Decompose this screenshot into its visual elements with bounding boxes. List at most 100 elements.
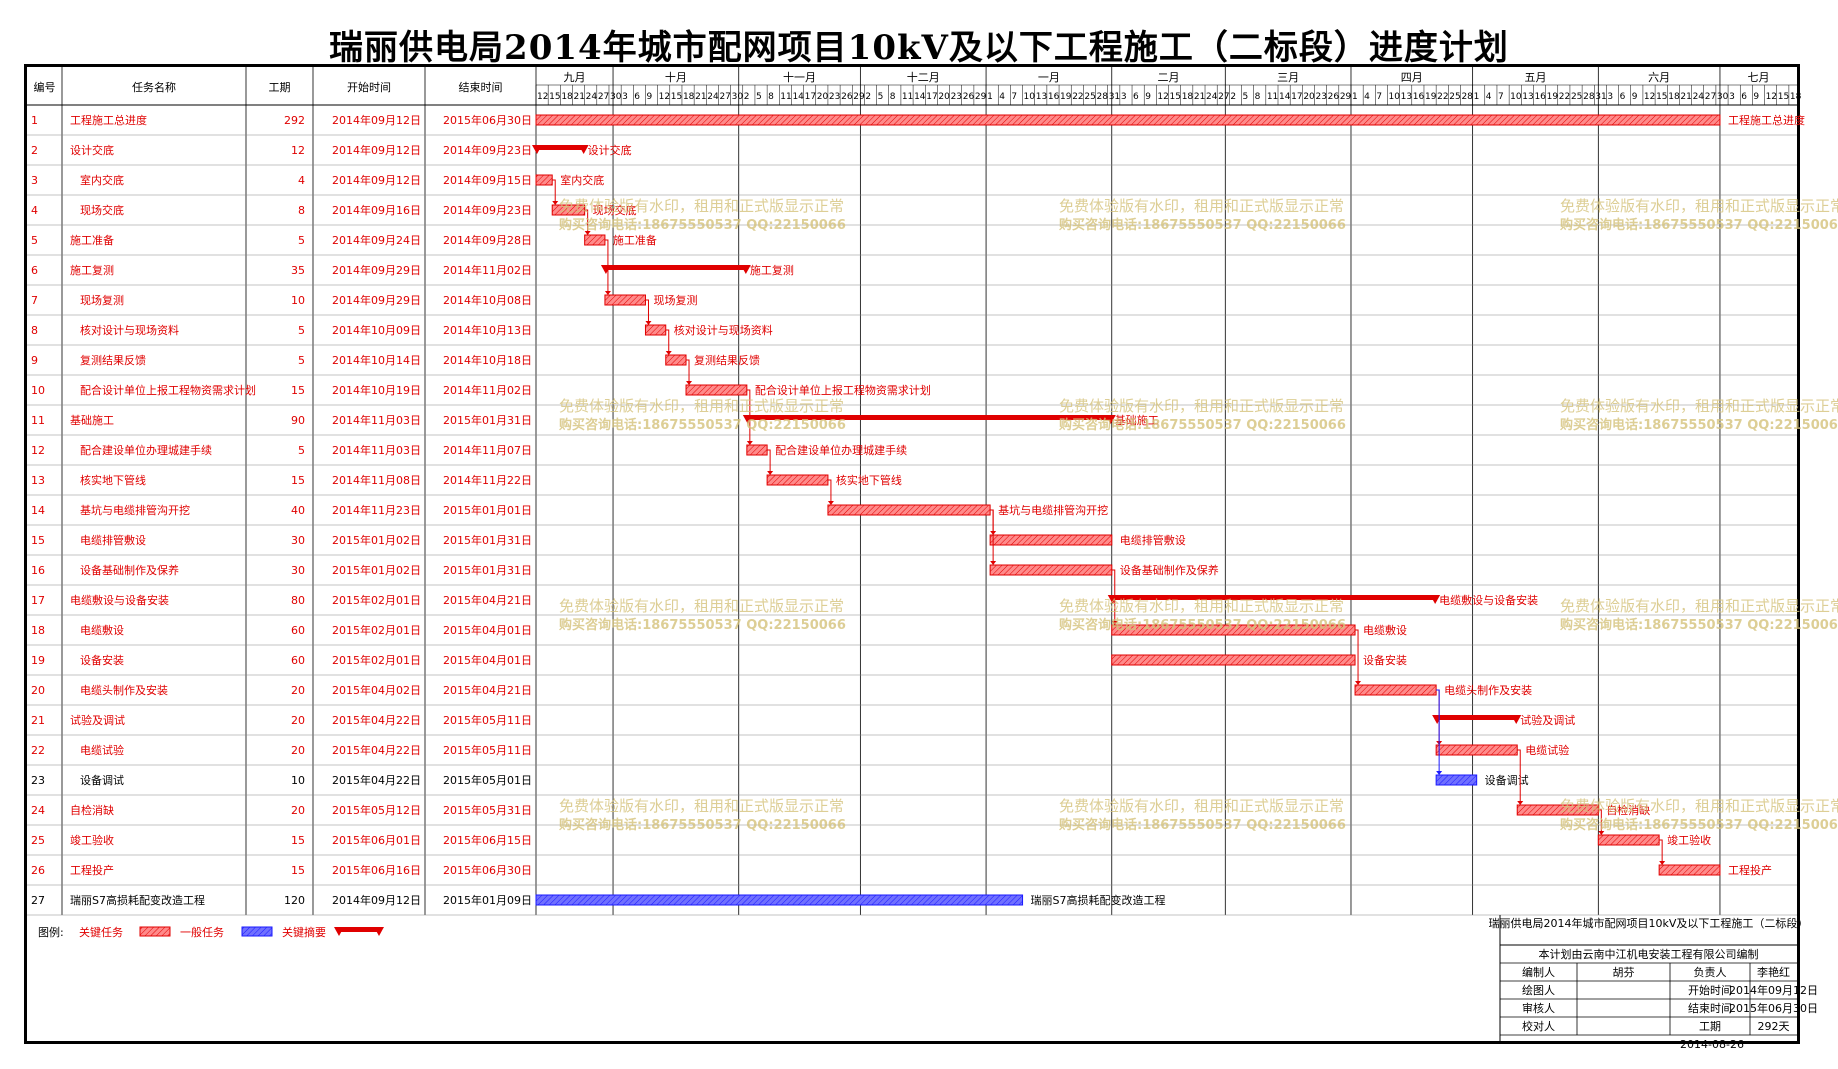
day-tick-label: 12 bbox=[1644, 92, 1655, 102]
day-tick-label: 3 bbox=[1729, 92, 1735, 102]
day-tick-label: 26 bbox=[963, 92, 975, 102]
dependency-arrow bbox=[1111, 569, 1116, 624]
day-tick-label: 21 bbox=[573, 92, 584, 102]
bar-label: 试验及调试 bbox=[1520, 713, 1575, 727]
day-tick-label: 25 bbox=[1084, 92, 1095, 102]
task-bar bbox=[989, 564, 1113, 576]
task-duration: 90 bbox=[291, 414, 305, 427]
task-duration: 15 bbox=[291, 384, 305, 397]
day-tick-label: 3 bbox=[622, 92, 628, 102]
task-end: 2014年11月22日 bbox=[443, 473, 532, 487]
task-start: 2014年11月23日 bbox=[332, 503, 421, 517]
column-header-start: 开始时间 bbox=[347, 80, 391, 94]
month-label: 六月 bbox=[1648, 71, 1670, 84]
day-tick-label: 7 bbox=[1011, 92, 1017, 102]
day-tick-label: 27 bbox=[1705, 92, 1716, 102]
day-tick-label: 9 bbox=[646, 92, 652, 102]
day-tick-label: 19 bbox=[1547, 92, 1559, 102]
day-tick-label: 24 bbox=[1693, 92, 1705, 102]
column-header-name: 任务名称 bbox=[132, 80, 176, 94]
task-end: 2014年11月07日 bbox=[443, 443, 532, 457]
day-tick-label: 10 bbox=[1510, 92, 1522, 102]
info-cell: 开始时间 bbox=[1688, 983, 1732, 997]
legend-summary-cap-right bbox=[374, 927, 384, 936]
day-tick-label: 13 bbox=[1036, 92, 1047, 102]
dependency-arrow bbox=[1659, 839, 1663, 864]
day-tick-label: 1 bbox=[1352, 92, 1358, 102]
task-id: 16 bbox=[31, 564, 45, 577]
task-start: 2015年04月22日 bbox=[332, 773, 421, 787]
watermark-line1: 免费体验版有水印，租用和正式版显示正常 bbox=[1059, 197, 1344, 215]
task-id: 22 bbox=[31, 744, 45, 757]
bar-label: 设计交底 bbox=[588, 143, 632, 157]
info-cell: 2014年09月12日 bbox=[1729, 983, 1818, 997]
task-duration: 20 bbox=[291, 804, 305, 817]
bar-label: 瑞丽S7高损耗配变改造工程 bbox=[1031, 893, 1166, 907]
task-id: 2 bbox=[31, 144, 38, 157]
task-name: 复测结果反馈 bbox=[80, 353, 146, 367]
watermark-line1: 免费体验版有水印，租用和正式版显示正常 bbox=[1059, 397, 1344, 415]
day-tick-label: 3 bbox=[1121, 92, 1127, 102]
month-label: 四月 bbox=[1401, 71, 1423, 84]
task-start: 2015年04月02日 bbox=[332, 683, 421, 697]
watermark-line1: 免费体验版有水印，租用和正式版显示正常 bbox=[1059, 597, 1344, 615]
day-tick-label: 17 bbox=[1291, 92, 1302, 102]
task-bar bbox=[746, 444, 768, 456]
dependency-arrowhead bbox=[767, 471, 774, 475]
dependency-arrowhead bbox=[665, 351, 672, 355]
watermark-line2: 购买咨询电话:18675550537 QQ:22150066 bbox=[1059, 617, 1346, 633]
task-start: 2014年09月12日 bbox=[332, 173, 421, 187]
legend-summary-cap-left bbox=[334, 927, 344, 936]
day-tick-label: 12 bbox=[1157, 92, 1168, 102]
task-bar bbox=[1111, 654, 1356, 666]
chart-title: 瑞丽供电局2014年城市配网项目10kV及以下工程施工（二标段）进度计划 bbox=[329, 28, 1509, 68]
bar-label: 基坑与电缆排管沟开挖 bbox=[998, 503, 1108, 517]
dependency-arrowhead bbox=[645, 321, 652, 325]
task-name: 竣工验收 bbox=[70, 833, 114, 847]
dependency-arrow bbox=[604, 239, 609, 294]
task-name: 设备安装 bbox=[80, 653, 124, 667]
day-tick-label: 25 bbox=[1571, 92, 1582, 102]
day-tick-label: 19 bbox=[1060, 92, 1072, 102]
day-tick-label: 12 bbox=[659, 92, 670, 102]
legend-normal-label: 一般任务 bbox=[180, 926, 224, 939]
summary-bar-end-cap bbox=[1105, 415, 1116, 424]
task-id: 12 bbox=[31, 444, 45, 457]
task-name: 自检消缺 bbox=[70, 803, 114, 817]
info-cell: 校对人 bbox=[1522, 1019, 1555, 1033]
info-cell: 2015年06月30日 bbox=[1729, 1001, 1818, 1015]
task-duration: 30 bbox=[291, 564, 305, 577]
legend-label: 图例: bbox=[38, 925, 64, 939]
day-tick-label: 5 bbox=[1243, 92, 1249, 102]
dependency-arrow bbox=[1355, 629, 1359, 684]
task-start: 2014年10月14日 bbox=[332, 353, 421, 367]
task-name: 核对设计与现场资料 bbox=[80, 323, 179, 337]
task-duration: 60 bbox=[291, 654, 305, 667]
day-tick-label: 17 bbox=[805, 92, 816, 102]
summary-bar bbox=[1436, 715, 1518, 720]
dependency-arrow bbox=[1517, 749, 1521, 804]
task-end: 2015年06月15日 bbox=[443, 833, 532, 847]
watermark-line1: 免费体验版有水印，租用和正式版显示正常 bbox=[1059, 797, 1344, 815]
column-header-id: 编号 bbox=[34, 80, 56, 94]
day-tick-label: 9 bbox=[1632, 92, 1638, 102]
day-tick-label: 11 bbox=[902, 92, 913, 102]
day-tick-label: 2 bbox=[865, 92, 871, 102]
day-tick-label: 7 bbox=[1498, 92, 1504, 102]
summary-bar bbox=[746, 415, 1112, 420]
task-end: 2015年01月01日 bbox=[443, 503, 532, 517]
dependency-arrowhead bbox=[1111, 621, 1118, 625]
day-tick-label: 15 bbox=[1656, 92, 1667, 102]
watermark-line2: 购买咨询电话:18675550537 QQ:22150066 bbox=[559, 217, 846, 233]
summary-bar-end-cap bbox=[578, 145, 589, 154]
watermark-line2: 购买咨询电话:18675550537 QQ:22150066 bbox=[1059, 417, 1346, 433]
bar-label: 工程施工总进度 bbox=[1728, 113, 1805, 127]
task-bar bbox=[644, 324, 667, 336]
task-start: 2014年09月12日 bbox=[332, 113, 421, 127]
task-id: 23 bbox=[31, 774, 45, 787]
day-tick-label: 22 bbox=[1559, 92, 1570, 102]
month-label: 五月 bbox=[1524, 71, 1546, 84]
task-duration: 10 bbox=[291, 774, 305, 787]
watermark-line2: 购买咨询电话:18675550537 QQ:22150066 bbox=[1560, 417, 1838, 433]
summary-bar-start-cap bbox=[532, 145, 542, 154]
